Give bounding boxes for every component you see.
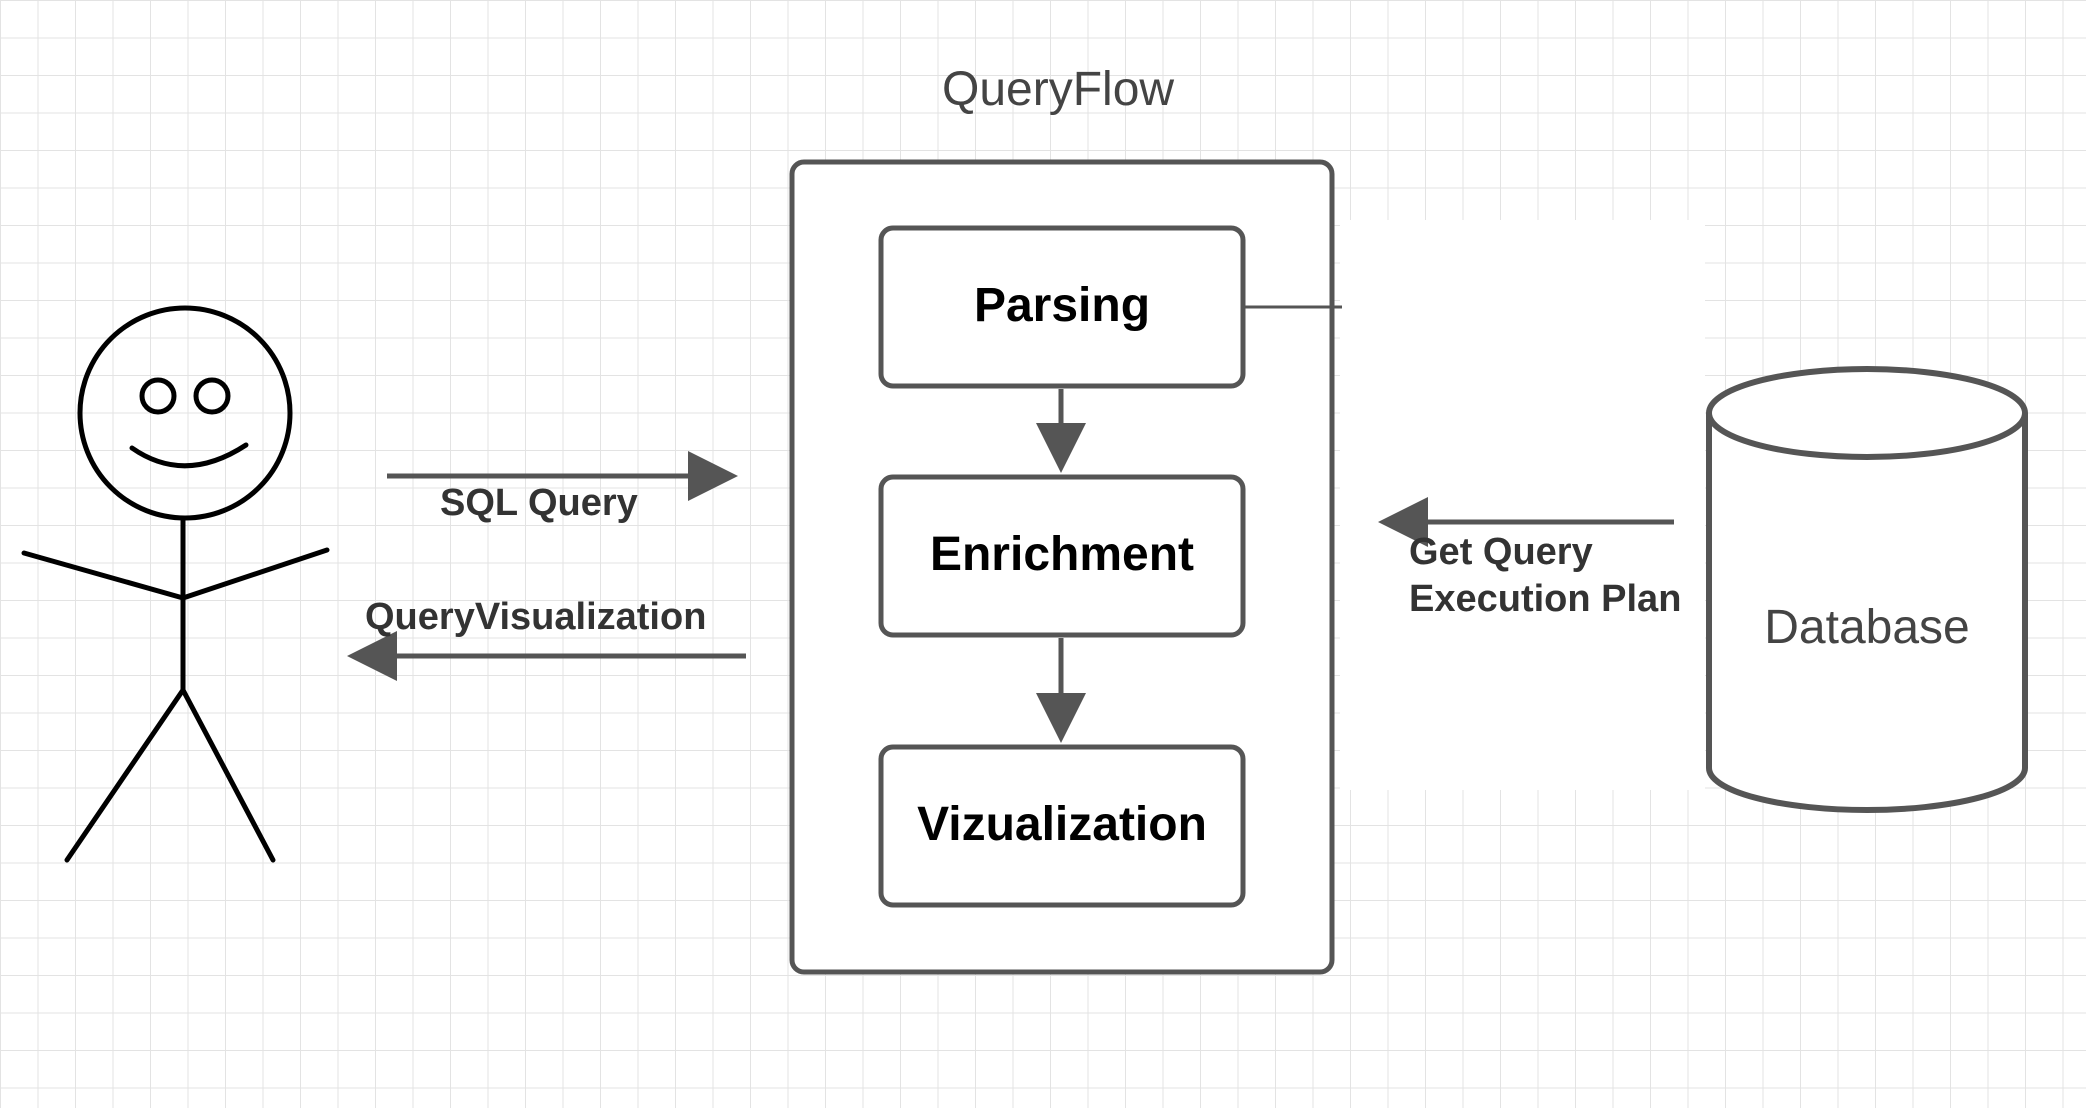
diagram-title: QueryFlow xyxy=(942,63,1175,116)
user-left-arm xyxy=(21,550,186,601)
label-sql-query: SQL Query xyxy=(440,482,638,524)
label-get-query: Get Query xyxy=(1409,531,1593,573)
step-box-enrichment xyxy=(878,474,1246,638)
step-label-enrichment: Enrichment xyxy=(929,528,1195,581)
database-cylinder-icon xyxy=(1706,366,2028,813)
database-body xyxy=(1706,413,2028,813)
step-box-vizualization xyxy=(878,744,1246,908)
label-execution-plan: Execution Plan xyxy=(1409,578,1682,620)
step-label-vizualization: Vizualization xyxy=(917,798,1207,851)
user-right-eye xyxy=(193,377,231,415)
user-right-leg xyxy=(180,687,276,863)
user-left-eye xyxy=(139,377,177,415)
user-head xyxy=(77,305,293,521)
user-smile xyxy=(129,442,249,469)
database-top xyxy=(1706,366,2028,460)
user-left-leg xyxy=(64,687,186,863)
label-query-visualization: QueryVisualization xyxy=(365,596,707,638)
user-right-arm xyxy=(180,547,330,601)
database-label: Database xyxy=(1764,601,1970,654)
user-stick-figure-icon xyxy=(21,305,330,863)
step-label-parsing: Parsing xyxy=(973,279,1151,332)
